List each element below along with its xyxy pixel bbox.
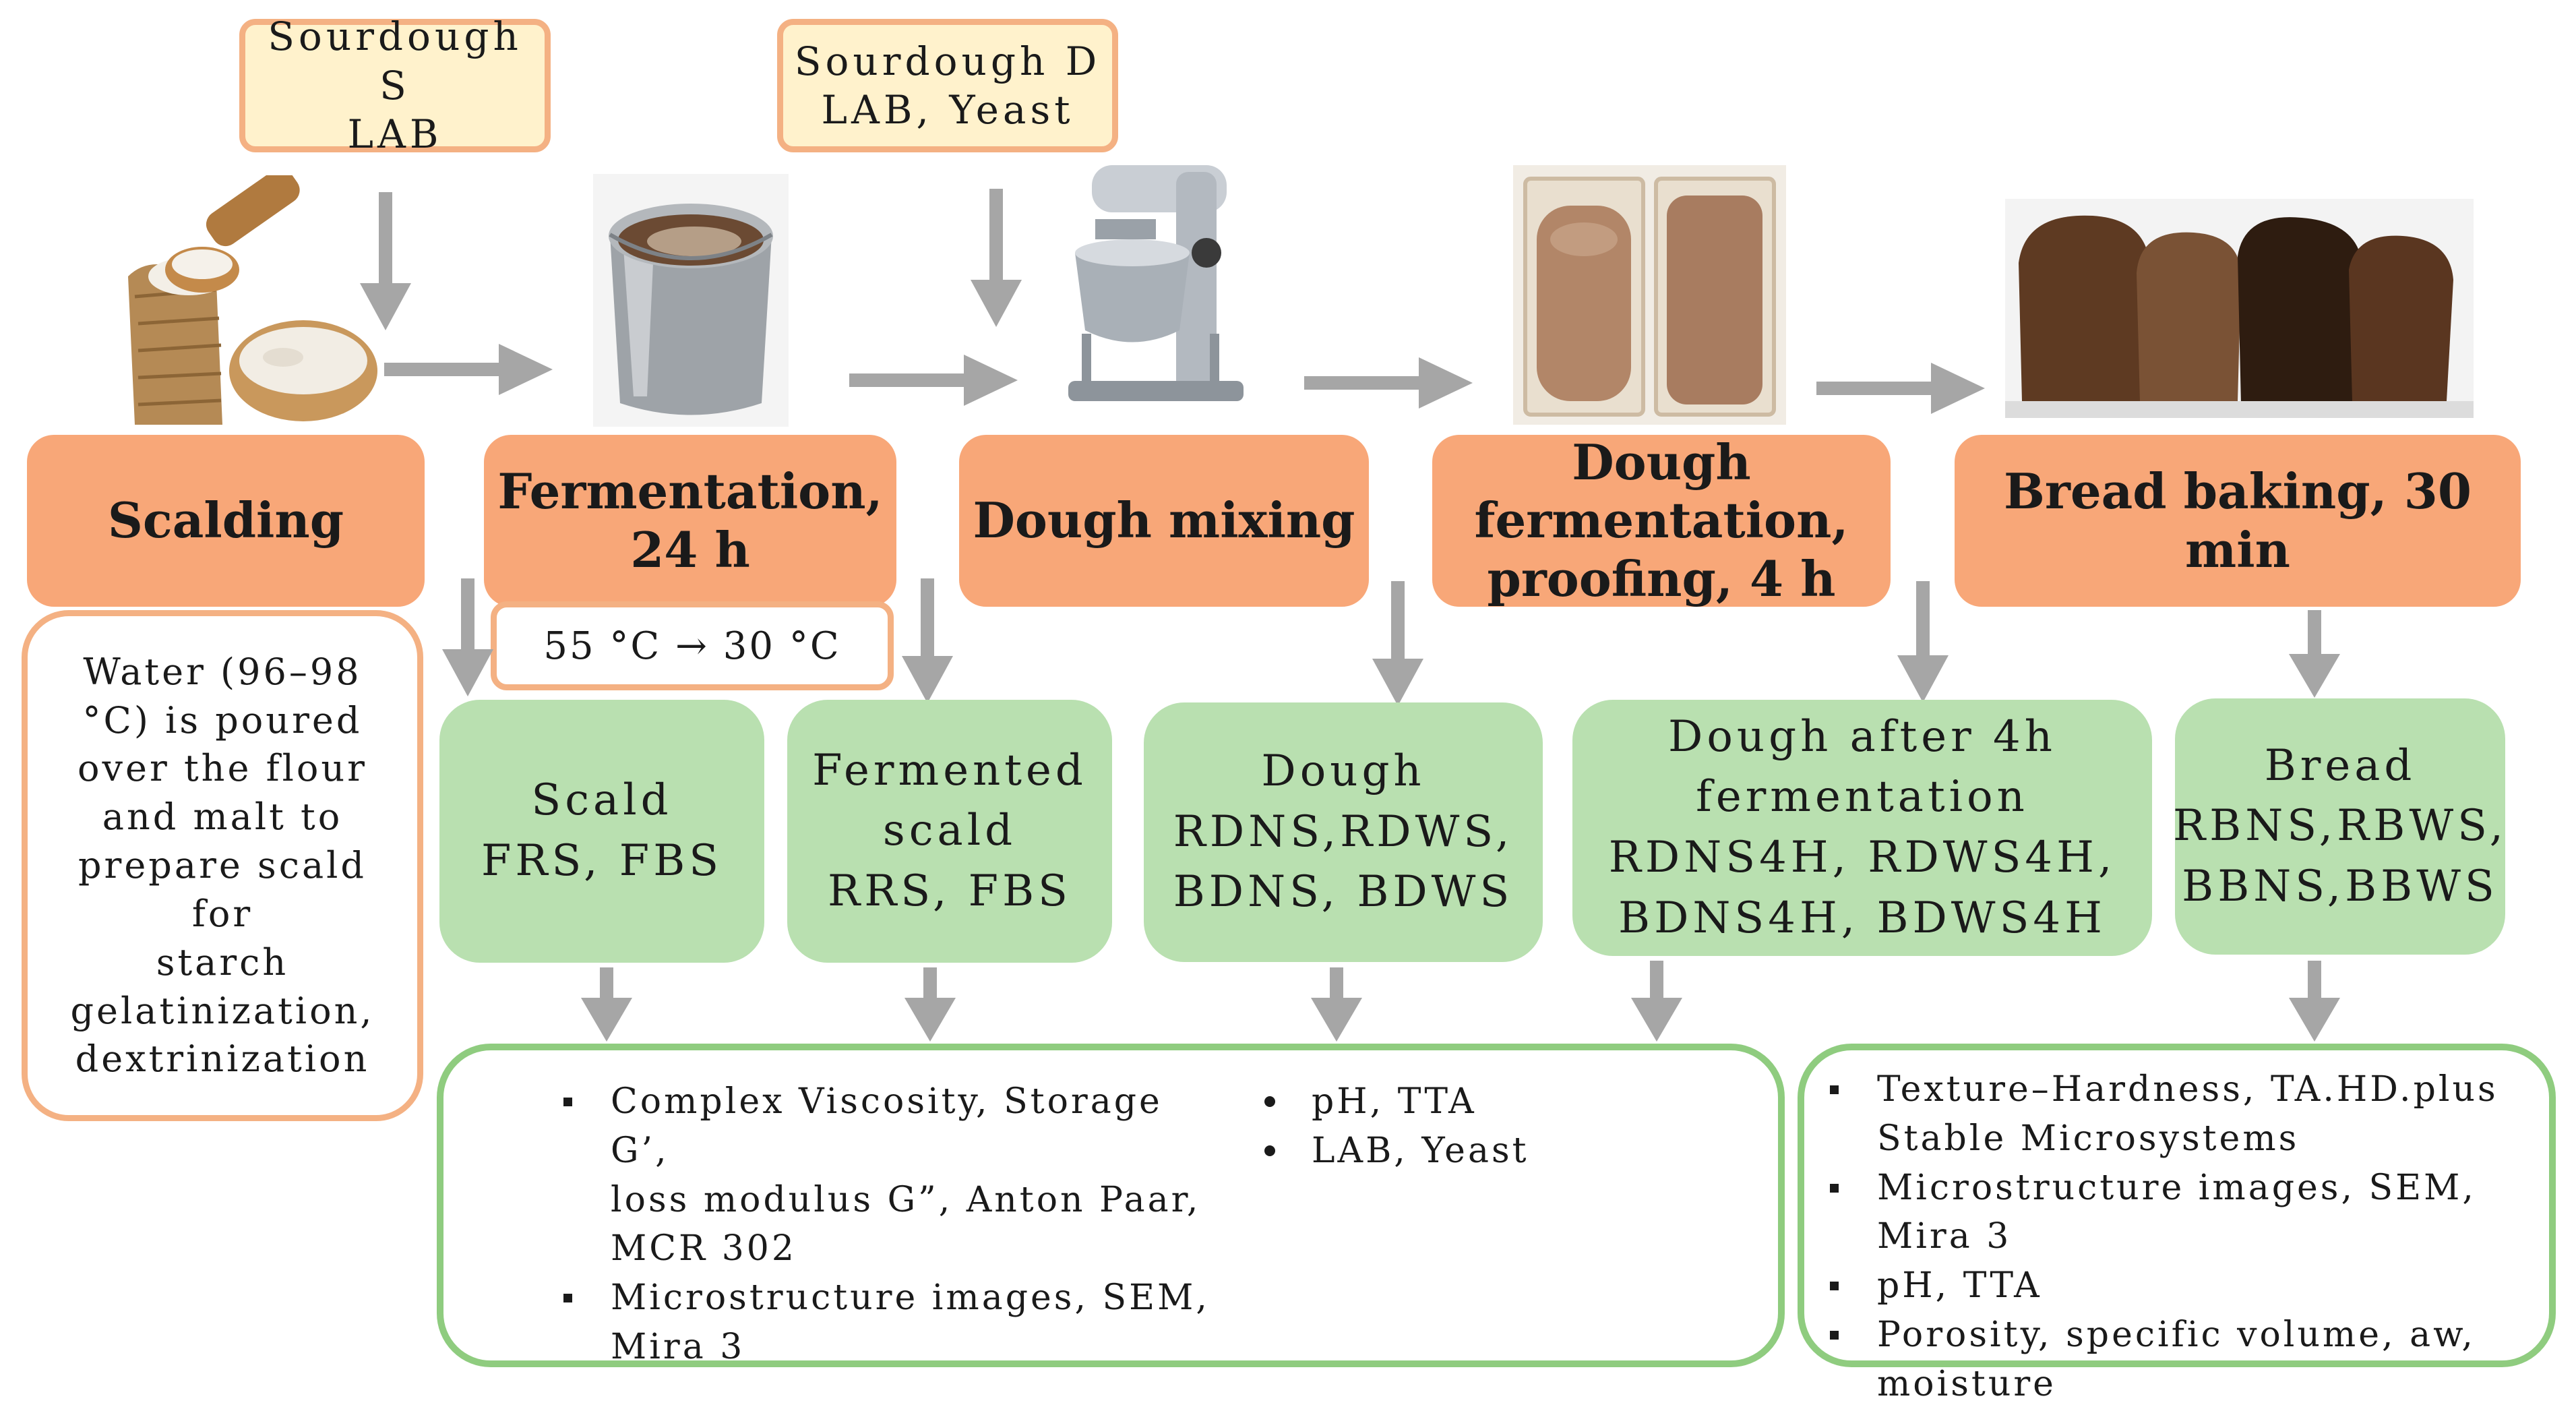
- analysis-list-chemistry: pH, TTA LAB, Yeast: [1259, 1077, 1731, 1176]
- sample-bread: Bread RBNS,RBWS, BBNS,BBWS: [2172, 698, 2508, 955]
- analysis-list-rheology: Complex Viscosity, Storage G’, loss modu…: [558, 1077, 1232, 1372]
- arrow-down-fermented-scald: [902, 578, 953, 703]
- step-dough-mixing: Dough mixing: [959, 435, 1369, 607]
- step-dough-mixing-label: Dough mixing: [973, 491, 1355, 549]
- analysis-item: Microstructure images, SEM, Mira 3: [1824, 1164, 2552, 1262]
- arrow-right-1: [384, 344, 553, 395]
- sample-scald-title: Scald: [531, 775, 673, 826]
- proofing-loaves-photo: [1513, 165, 1786, 425]
- arrow-down-sourdough-d: [971, 189, 1022, 327]
- sample-dough-codes-2: BDNS, BDWS: [1173, 867, 1514, 918]
- sample-dough-title: Dough: [1261, 746, 1425, 797]
- step-fermentation-line1: Fermentation,: [497, 462, 883, 520]
- arrow-down-analysis-4: [1631, 961, 1682, 1042]
- arrow-right-3: [1304, 357, 1473, 409]
- analysis-item: Complex Viscosity, Storage G’, loss modu…: [558, 1077, 1232, 1273]
- scald-note-line: Water (96–98: [83, 650, 362, 693]
- step-scalding-label: Scalding: [107, 491, 344, 549]
- arrow-down-sourdough-s: [360, 192, 411, 330]
- arrow-down-bread: [2289, 610, 2340, 698]
- sample-dough-4h-codes-1: RDNS4H, RDWS4H,: [1608, 833, 2116, 882]
- arrow-down-analysis-1: [581, 967, 632, 1042]
- analysis-item: Porosity, specific volume, aw, moisture: [1824, 1311, 2552, 1409]
- sourdough-d-box: Sourdough D LAB, Yeast: [777, 19, 1118, 152]
- sample-bread-codes-1: RBNS,RBWS,: [2172, 801, 2508, 851]
- arrow-down-analysis-5: [2289, 961, 2340, 1042]
- step-bread-baking-label: Bread baking, 30 min: [2004, 462, 2472, 578]
- step-dough-fermentation-line3: proofing, 4 h: [1487, 549, 1836, 607]
- arrow-down-scald: [442, 578, 493, 696]
- analysis-item: pH, TTA: [1259, 1077, 1731, 1127]
- scald-note-line: prepare scald: [78, 844, 367, 887]
- analysis-item: pH, TTA: [1824, 1261, 2552, 1311]
- step-fermentation-line2: 24 h: [630, 520, 750, 578]
- stand-mixer-photo: [1055, 158, 1254, 415]
- sample-fermented-scald-codes: RRS, FBS: [828, 866, 1072, 916]
- analysis-box-bread: Texture–Hardness, TA.HD.plus Stable Micr…: [1798, 1044, 2556, 1404]
- analysis-item: Texture–Hardness, TA.HD.plus Stable Micr…: [1824, 1065, 2552, 1164]
- sourdough-s-culture: LAB: [347, 111, 443, 158]
- analysis-item: Microstructure images, SEM, Mira 3: [558, 1273, 1232, 1372]
- sourdough-s-label: Sourdough S: [268, 13, 522, 109]
- sample-scald: Scald FRS, FBS: [439, 700, 764, 963]
- sample-fermented-scald: Fermented scald RRS, FBS: [787, 700, 1112, 963]
- scald-note-line: and malt to: [102, 796, 343, 839]
- arrow-down-dough: [1372, 581, 1423, 706]
- sample-dough-4h-title2: fermentation: [1696, 772, 2029, 822]
- sample-scald-codes: FRS, FBS: [481, 836, 723, 886]
- scald-note-line: starch: [156, 940, 289, 984]
- step-dough-fermentation-line2: fermentation,: [1474, 491, 1849, 549]
- temperature-box: 55 °C → 30 °C: [491, 601, 894, 690]
- sourdough-d-culture: LAB, Yeast: [821, 87, 1074, 133]
- step-dough-fermentation: Dough fermentation, proofing, 4 h: [1432, 433, 1891, 607]
- baked-bread-photo: [2005, 199, 2474, 418]
- step-fermentation: Fermentation, 24 h: [484, 435, 896, 607]
- arrow-down-analysis-3: [1311, 967, 1362, 1042]
- analysis-list-bread: Texture–Hardness, TA.HD.plus Stable Micr…: [1824, 1065, 2552, 1409]
- sample-fermented-scald-title: Fermented: [812, 745, 1087, 796]
- scald-note: Water (96–98 °C) is poured over the flou…: [22, 610, 423, 1121]
- scald-note-line: gelatinization,: [70, 989, 375, 1032]
- step-bread-baking: Bread baking, 30 min: [1955, 435, 2521, 607]
- sample-bread-codes-2: BBNS,BBWS: [2182, 861, 2498, 911]
- analysis-item: LAB, Yeast: [1259, 1127, 1731, 1176]
- scald-note-line: for: [191, 892, 253, 935]
- fermentation-pot-photo: [593, 174, 789, 427]
- scald-note-line: over the flour: [78, 747, 367, 790]
- arrow-down-analysis-2: [904, 967, 956, 1042]
- arrow-right-4: [1816, 363, 1985, 414]
- analysis-box-scald-dough: Complex Viscosity, Storage G’, loss modu…: [437, 1044, 1785, 1367]
- scald-note-line: dextrinization: [75, 1038, 370, 1081]
- sourdough-s-box: Sourdough S LAB: [239, 13, 551, 157]
- sample-dough-4h-title: Dough after 4h: [1668, 711, 2056, 762]
- step-dough-fermentation-line1: Dough: [1572, 433, 1751, 491]
- sample-dough-4h-codes-2: BDNS4H, BDWS4H: [1618, 893, 2106, 943]
- sample-dough: Dough RDNS,RDWS, BDNS, BDWS: [1144, 702, 1543, 962]
- sample-bread-title: Bread: [2264, 740, 2416, 791]
- sourdough-d-label: Sourdough D: [794, 38, 1101, 84]
- arrow-right-2: [849, 355, 1018, 406]
- arrow-down-dough-4h: [1897, 581, 1949, 702]
- flour-sack-photo: [121, 175, 377, 431]
- sample-fermented-scald-title2: scald: [882, 806, 1017, 856]
- sample-dough-codes-1: RDNS,RDWS,: [1173, 806, 1514, 857]
- scald-note-line: °C) is poured: [82, 698, 363, 742]
- step-scalding: Scalding: [27, 435, 425, 607]
- sample-dough-4h: Dough after 4h fermentation RDNS4H, RDWS…: [1572, 700, 2152, 956]
- temperature-label: 55 °C → 30 °C: [543, 624, 841, 668]
